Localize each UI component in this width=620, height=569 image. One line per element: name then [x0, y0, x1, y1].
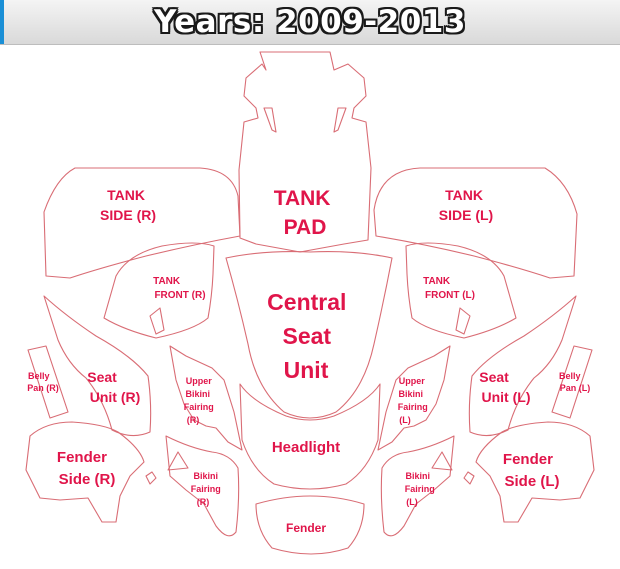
- label-tank-pad: TANK PAD: [274, 187, 337, 239]
- label-seat-unit-l: Seat Unit (L): [479, 369, 530, 405]
- label-fender-side-l: Fender Side (L): [503, 451, 560, 490]
- label-bikini-fairing-r: Bikini Fairing (R): [191, 471, 224, 507]
- part-fender-side-r: [25, 421, 157, 523]
- label-tank-side-r: TANK SIDE (R): [100, 187, 156, 223]
- label-fender: Fender: [286, 521, 326, 535]
- part-tank-front-l: [405, 242, 517, 339]
- part-belly-pan-r: [27, 345, 69, 419]
- header-accent-bar: [0, 0, 4, 44]
- label-belly-pan-l: Belly Pan (L): [559, 371, 590, 393]
- decal-layout-diagram: TANK PAD TANK SIDE (R) TANK SIDE (L) TAN…: [25, 51, 595, 555]
- label-belly-pan-r: Belly Pan (R): [27, 371, 59, 393]
- part-upper-bikini-fairing-l: [377, 345, 451, 451]
- page-header: Years: 2009-2013: [0, 0, 620, 45]
- part-seat-unit-l: [455, 295, 577, 437]
- label-upper-bikini-fairing-r: Upper Bikini Fairing (R): [184, 376, 217, 425]
- part-tank-pad: [238, 51, 372, 253]
- part-fender-side-l: [463, 421, 595, 523]
- label-central-seat-unit: Central Seat Unit: [267, 289, 353, 383]
- label-tank-front-l: TANK FRONT (L): [423, 276, 475, 301]
- part-tank-front-r: [103, 242, 215, 339]
- part-tank-side-l: [373, 167, 578, 279]
- part-tank-side-r: [43, 167, 241, 279]
- page-title: Years: 2009-2013: [154, 4, 466, 40]
- part-bikini-fairing-r: [165, 435, 240, 537]
- label-bikini-fairing-l: Bikini Fairing (L): [405, 471, 438, 507]
- part-seat-unit-r: [43, 295, 165, 437]
- label-fender-side-r: Fender Side (R): [57, 449, 115, 488]
- part-fender: [255, 495, 365, 555]
- label-tank-front-r: TANK FRONT (R): [153, 276, 205, 301]
- part-belly-pan-l: [551, 345, 593, 419]
- part-headlight: [239, 383, 381, 490]
- part-central-seat-unit: [225, 251, 393, 419]
- part-bikini-fairing-l: [380, 435, 455, 537]
- label-tank-side-l: TANK SIDE (L): [439, 187, 493, 223]
- label-upper-bikini-fairing-l: Upper Bikini Fairing (L): [398, 376, 431, 425]
- label-headlight: Headlight: [272, 439, 340, 456]
- part-upper-bikini-fairing-r: [169, 345, 243, 451]
- label-seat-unit-r: Seat Unit (R): [87, 369, 140, 405]
